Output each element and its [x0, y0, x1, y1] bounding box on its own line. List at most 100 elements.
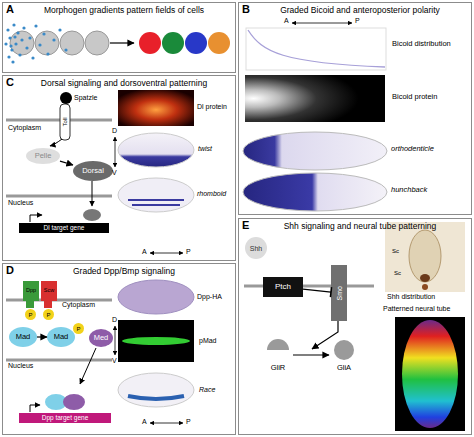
- annotation-label: P: [186, 418, 191, 425]
- cell-circle: [35, 31, 59, 55]
- dot: [18, 53, 21, 56]
- cell-circle: [10, 31, 34, 55]
- dot: [28, 36, 31, 39]
- floor-plate-stain: [420, 274, 430, 282]
- annotation-label: Sc: [394, 270, 401, 276]
- morphogen-dots: [4, 23, 67, 63]
- fate-circle: [162, 32, 184, 54]
- node-label: Med: [94, 334, 109, 342]
- annotation-label: P: [186, 248, 191, 255]
- annotation-label: Race: [199, 386, 215, 393]
- node-label: Mad: [16, 333, 31, 341]
- ligand-circle: Spatzle: [59, 91, 111, 105]
- membrane: [6, 119, 112, 122]
- annotation-label: hunchback: [391, 186, 427, 194]
- receptor-box: Smo: [331, 265, 347, 321]
- node-label: Ptch: [275, 283, 291, 291]
- inhibition-bar: [330, 287, 331, 297]
- gene-bar: Dl target gene: [19, 223, 109, 233]
- signal-arrow: [80, 348, 96, 384]
- signal-arrow: [50, 139, 62, 146]
- node-label: GliR: [263, 364, 293, 372]
- annotation-label: Bicoid protein: [392, 93, 437, 101]
- annotation-label: Patterned neural tube: [383, 305, 450, 312]
- semicircle: [267, 339, 289, 350]
- node-label: GliA: [329, 364, 359, 372]
- dot: [31, 56, 34, 59]
- dot: [13, 35, 16, 38]
- semicircle-shape: [263, 339, 293, 361]
- dot: [9, 44, 12, 47]
- panel-box: AMorphogen gradients pattern fields of c…: [2, 2, 236, 73]
- cell-circle: [85, 31, 109, 55]
- embryo-stain: [118, 133, 194, 167]
- bound-factor: [83, 209, 101, 221]
- node-label: Smo: [336, 286, 343, 300]
- ligand-circle-shape: [60, 92, 72, 104]
- annotation-label: P: [355, 17, 360, 24]
- kinase-ellipse: Pelle: [26, 148, 60, 164]
- expression-stripe: [128, 200, 184, 205]
- embryo-stain: [118, 178, 194, 212]
- dot: [8, 36, 11, 39]
- node-label: Shh: [250, 245, 262, 252]
- annotation-label: Dpp-HA: [197, 293, 222, 300]
- annotation-label: A: [284, 17, 289, 24]
- annotation-label: Toll: [62, 117, 68, 126]
- node-label: P: [28, 312, 32, 318]
- phosphate-circle: P: [43, 309, 54, 320]
- dot: [38, 43, 41, 46]
- cell-circle: [60, 31, 84, 55]
- ligand-shape: [59, 91, 73, 105]
- node-label: Mad: [54, 333, 69, 341]
- axis-arrow: [115, 137, 116, 167]
- annotation-label: A: [142, 418, 147, 425]
- node-label: Dpp: [26, 288, 36, 294]
- annotation-label: pMad: [199, 337, 217, 344]
- panel-box: BGraded Bicoid and anteroposterior polar…: [238, 2, 472, 215]
- panel-title: Morphogen gradients pattern fields of ce…: [17, 6, 231, 15]
- dot: [58, 28, 61, 31]
- fate-circle: [208, 32, 230, 54]
- phosphate-circle: P: [73, 323, 84, 334]
- annotation-label: Bicoid distribution: [392, 40, 451, 48]
- dot: [64, 48, 67, 51]
- axis-arrow: [150, 253, 183, 254]
- receptor-box: Scw: [41, 281, 57, 301]
- node-label: P: [46, 312, 50, 318]
- connector-arrow: [60, 161, 73, 165]
- process-arrow: [110, 42, 134, 43]
- repressor-shape: GliR: [263, 339, 293, 371]
- circle: [334, 340, 354, 360]
- node-label: Dpp target gene: [42, 415, 89, 422]
- gradient-curve: [248, 30, 385, 67]
- transcription-arrow: [30, 405, 40, 412]
- axis-arrow: [292, 23, 352, 24]
- annotation-label: A: [142, 248, 147, 255]
- receptor-box: Dpp: [23, 281, 39, 301]
- node-label: P: [76, 326, 80, 332]
- annotation-label: D: [112, 316, 117, 323]
- nuclear-membrane: [6, 195, 112, 198]
- dot: [25, 46, 28, 49]
- dot: [42, 32, 45, 35]
- receptor-stem: [44, 300, 52, 308]
- annotation-label: Nucleus: [8, 362, 33, 369]
- panel-letter: B: [242, 4, 250, 15]
- fate-circle: [185, 32, 207, 54]
- embryo-image: [118, 90, 194, 126]
- tissue-image: [395, 317, 465, 431]
- dot: [16, 31, 19, 34]
- dot: [46, 52, 49, 55]
- dot: [14, 42, 17, 45]
- annotation-label: D: [112, 127, 117, 134]
- panel-title: Graded Dpp/Bmp signaling: [17, 267, 231, 276]
- node-label: Dorsal: [82, 167, 104, 175]
- dot: [20, 38, 23, 41]
- complex-part: [63, 394, 85, 410]
- axis-arrow: [150, 423, 183, 424]
- dot: [22, 26, 25, 29]
- signal-arrow: [312, 320, 338, 349]
- dot: [10, 48, 13, 51]
